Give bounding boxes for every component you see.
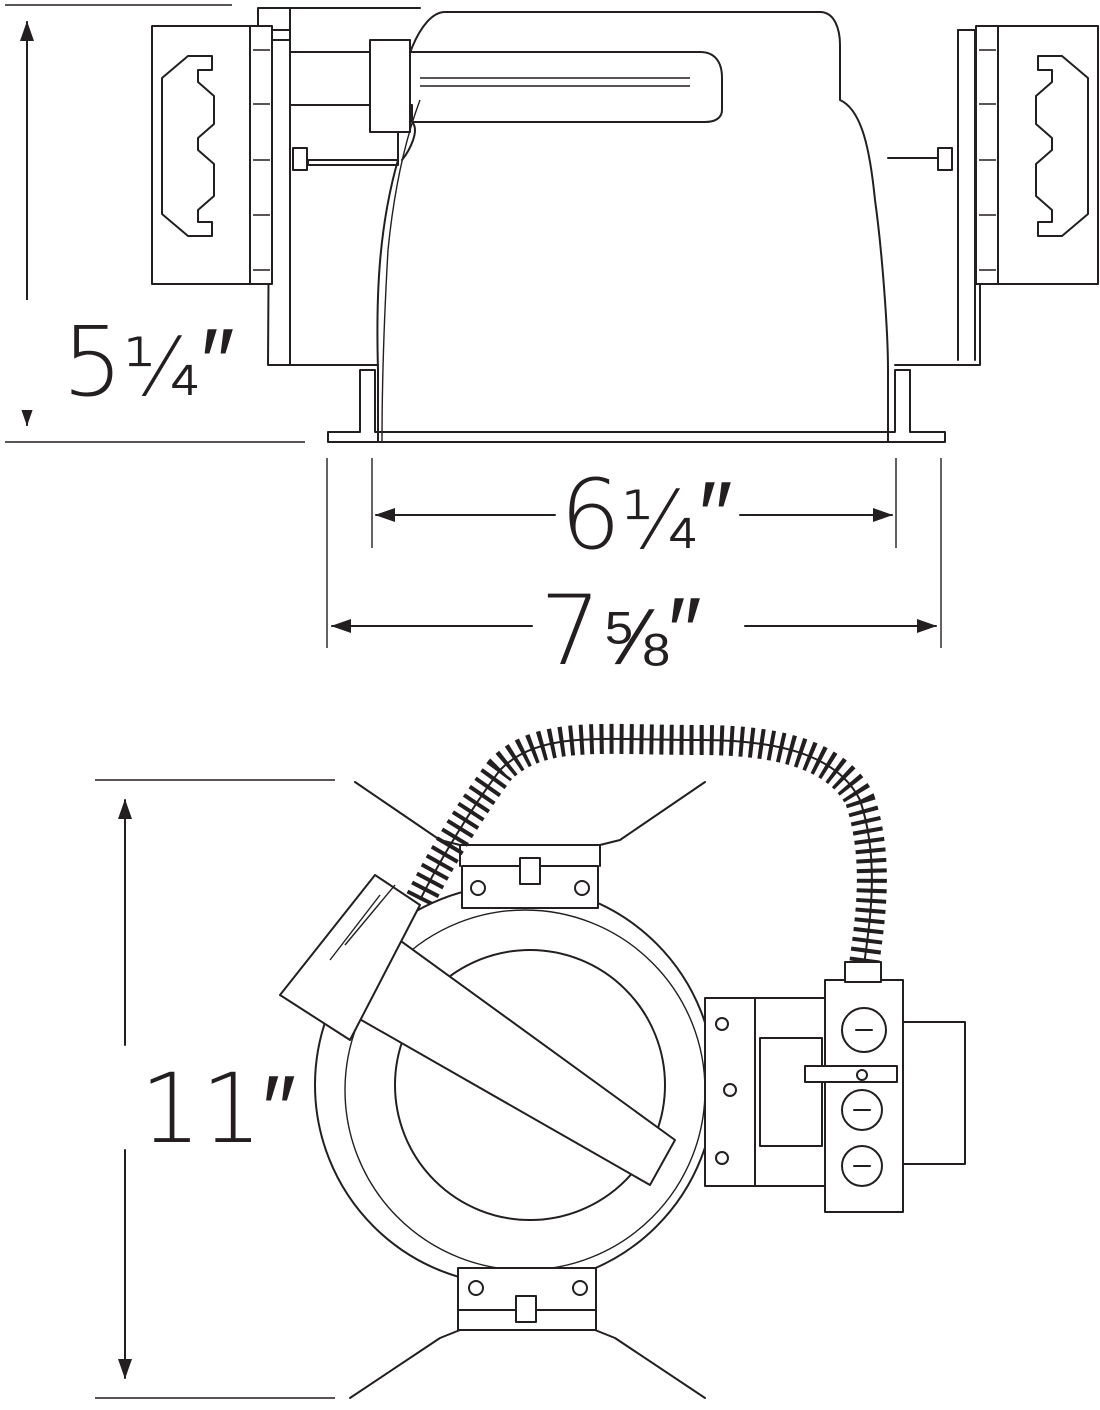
inner-width-whole: 6	[560, 459, 621, 571]
housing-can	[257, 7, 981, 443]
height-whole: 5	[62, 306, 123, 418]
right-bracket-plate	[997, 25, 1099, 285]
lamp-tube-detail	[420, 77, 690, 87]
housing-shell	[376, 11, 889, 443]
junction-box-cover	[899, 1021, 966, 1165]
clamp-screw	[856, 1069, 868, 1081]
reflector-opening	[394, 949, 666, 1221]
height-fraction: ¼	[123, 321, 201, 414]
outer-width-whole: 7	[540, 575, 601, 687]
knockout-2	[841, 1089, 883, 1131]
knockout-1	[841, 1007, 887, 1053]
conduit-connector	[844, 961, 882, 983]
bottom-plate-nut	[515, 1295, 537, 1323]
junction-box-body	[824, 979, 904, 1213]
knockout-3	[841, 1145, 883, 1187]
inner-width-fraction: ¼	[621, 474, 699, 567]
right-bracket-edge	[975, 25, 999, 285]
outer-width-dimension: 7⅝″	[326, 458, 942, 687]
height-dimension: 5¼″	[5, 4, 305, 443]
top-view: 11″	[95, 723, 966, 1399]
outer-width-fraction: ⅝	[601, 590, 668, 683]
height-dim-label: 5¼″	[62, 306, 235, 418]
top-plate-nut	[519, 857, 541, 885]
inner-width-inch-mark: ″	[699, 459, 733, 571]
left-hanger-bracket	[151, 25, 273, 285]
junction-box	[704, 961, 966, 1213]
right-bracket-ticks	[979, 49, 996, 271]
bottom-plate-screw-left	[468, 1280, 484, 1296]
lamp-tube	[289, 51, 723, 123]
outer-width-inch-mark: ″	[668, 575, 702, 687]
inner-width-dimension: 6¼″	[371, 458, 897, 571]
right-side-bracket	[957, 29, 976, 361]
mount-screw-3	[715, 1151, 729, 1165]
junction-box-mount-plate	[704, 997, 756, 1187]
inner-width-dim-label: 6¼″	[560, 459, 733, 571]
socket-lead	[401, 121, 416, 161]
left-bracket-keyhole	[161, 55, 215, 237]
junction-box-clamp	[804, 1065, 898, 1083]
bottom-right-spring-clip	[594, 1329, 706, 1399]
mount-screw-1	[715, 1017, 729, 1031]
lamp-socket-top	[279, 874, 421, 1041]
trim-flange	[327, 369, 946, 443]
side-view: 5¼″	[5, 4, 1099, 687]
junction-box-bridge-inner	[759, 1037, 823, 1147]
left-bracket-edge	[249, 25, 273, 285]
bottom-left-spring-clip	[349, 1329, 461, 1399]
brace-rod	[307, 159, 399, 166]
bottom-plate-bracket	[457, 1309, 597, 1331]
lamp-socket-detail	[329, 884, 396, 961]
bottom-plate-screw-right	[572, 1280, 588, 1296]
top-plate-screw-right	[574, 880, 590, 896]
right-bracket-keyhole	[1035, 55, 1089, 237]
top-plate-bracket	[459, 844, 601, 867]
height-label-gap	[15, 300, 45, 410]
outer-width-dim-label: 7⅝″	[540, 575, 702, 687]
mount-screw-2	[723, 1083, 737, 1097]
top-left-spring-clip	[354, 781, 461, 846]
left-bracket-ticks	[253, 49, 270, 271]
top-right-spring-clip	[599, 781, 706, 846]
left-nut	[292, 147, 308, 171]
length-dimension: 11″	[95, 779, 335, 1399]
top-plate-screw-left	[470, 880, 486, 896]
lamp-socket	[369, 39, 411, 133]
length-dim-label: 11″	[140, 1053, 296, 1165]
height-inch-mark: ″	[201, 306, 235, 418]
housing-shell-contour	[381, 99, 421, 443]
right-nut	[937, 147, 953, 171]
left-bracket-plate	[151, 25, 253, 285]
flex-conduit-outline	[419, 737, 873, 966]
right-hanger-bracket	[975, 25, 1099, 285]
